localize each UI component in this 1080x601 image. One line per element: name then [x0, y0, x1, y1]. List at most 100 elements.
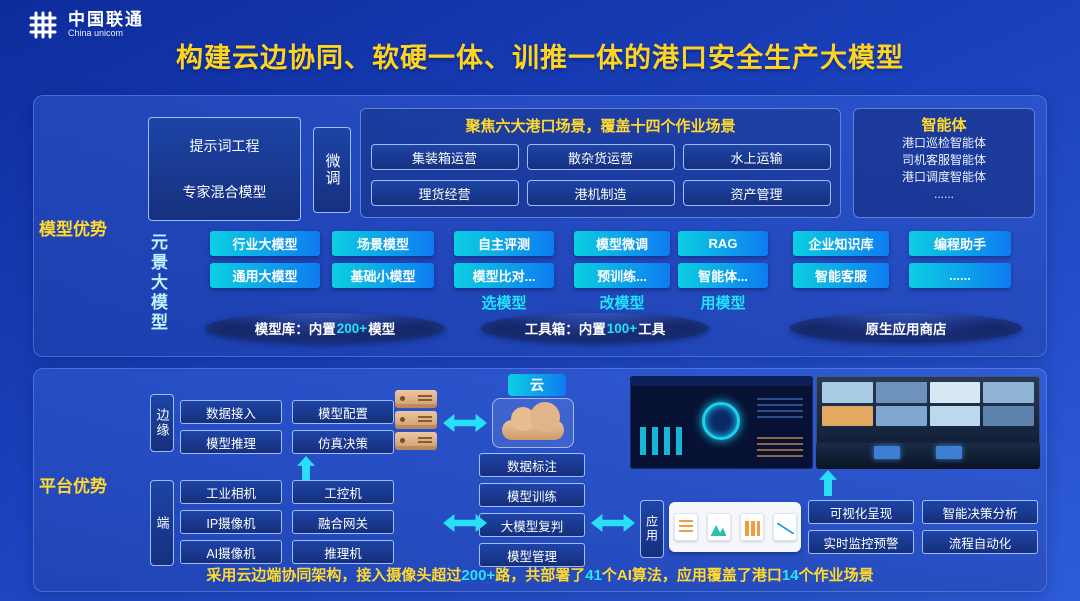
- summary-text: 路，共部署了: [495, 567, 586, 584]
- model-capability-button: 模型微调: [574, 231, 670, 256]
- model-capability-button: 企业知识库: [793, 231, 889, 256]
- model-advantage-panel: 模型优势 提示词工程 专家混合模型 微调 聚焦六大港口场景，覆盖十四个作业场景 …: [33, 95, 1047, 357]
- agent-item: ......: [933, 187, 954, 201]
- up-arrow-icon: [819, 470, 837, 496]
- platform-advantage-label: 平台优势: [39, 477, 107, 496]
- select-model-label: 选模型: [481, 295, 527, 312]
- scene-button: 集装箱运营: [370, 144, 519, 170]
- application-button: 流程自动化: [922, 530, 1038, 554]
- modify-model-label: 改模型: [599, 295, 645, 312]
- toolbox-count: 100+: [606, 320, 638, 336]
- model-capability-button: 场景模型: [332, 231, 434, 256]
- application-icons-card: [669, 502, 801, 552]
- model-capability-button: 智能客服: [793, 263, 889, 288]
- summary-statement: 采用云边端协同架构，接入摄像头超过200+路，共部署了41个AI算法，应用覆盖了…: [33, 564, 1047, 585]
- scene-button: 资产管理: [682, 180, 831, 206]
- port-scenes-grid: 集装箱运营 散杂货运营 水上运输 理货经营 港机制造 资产管理: [361, 144, 840, 206]
- double-arrow-icon: [443, 514, 487, 532]
- model-capability-button: 智能体...: [678, 263, 768, 288]
- cloud-tab: 云: [508, 374, 566, 396]
- agent-item: 港口调度智能体: [901, 170, 986, 184]
- algorithm-count: 41: [585, 567, 602, 584]
- dashboard-header-bar: [630, 376, 813, 386]
- cloud-button: 模型管理: [479, 543, 585, 567]
- page-title: 构建云边协同、软硬一体、训推一体的港口安全生产大模型: [176, 43, 904, 73]
- application-button: 智能决策分析: [922, 500, 1038, 524]
- up-arrow-icon: [297, 456, 315, 482]
- double-arrow-icon: [443, 414, 487, 432]
- summary-text: 个作业场景: [798, 567, 874, 584]
- unicom-logo-icon: [29, 11, 57, 39]
- dashboard-screenshot: [630, 376, 813, 469]
- terminal-button: 推理机: [292, 540, 394, 564]
- brand-name: 中国联通: [68, 9, 144, 29]
- cloud-icon: [502, 402, 564, 440]
- model-library-text: 模型库：内置: [254, 322, 336, 337]
- toolbox-suffix: 工具: [638, 322, 666, 337]
- agent-box-title: 智能体: [921, 117, 967, 134]
- model-capability-button: ......: [909, 263, 1011, 288]
- application-button: 实时监控预警: [808, 530, 914, 554]
- dashboard-bar-chart: [640, 427, 682, 455]
- control-room-photo: [816, 376, 1040, 469]
- summary-text: 个AI算法，应用覆盖了港口: [601, 567, 782, 584]
- summary-text: 采用云边端协同架构，接入摄像头超过: [206, 567, 462, 584]
- yuanjing-model-label: 元景大模型: [148, 233, 167, 333]
- model-capability-button: 自主评测: [454, 231, 554, 256]
- model-capability-button: 编程助手: [909, 231, 1011, 256]
- agent-item: 港口巡检智能体: [901, 136, 986, 150]
- edge-server-icon: [395, 390, 437, 450]
- model-advantage-label: 模型优势: [39, 220, 107, 239]
- edge-tab: 边缘: [150, 394, 174, 452]
- edge-button: 数据接入: [180, 400, 282, 424]
- video-wall: [822, 382, 1034, 426]
- terminal-button: IP摄像机: [180, 510, 282, 534]
- cloud-button: 大模型复判: [479, 513, 585, 537]
- scene-button: 港机制造: [526, 180, 675, 206]
- image-icon: [706, 513, 731, 541]
- terminal-button: AI摄像机: [180, 540, 282, 564]
- application-tab: 应用: [640, 500, 664, 558]
- document-icon: [673, 513, 698, 541]
- line-chart-icon: [772, 513, 797, 541]
- edge-button: 模型推理: [180, 430, 282, 454]
- model-library-suffix: 模型: [368, 322, 396, 337]
- platform-advantage-panel: 平台优势 边缘 数据接入 模型配置 模型推理 仿真决策 端 工业相机 工控机 I…: [33, 368, 1047, 592]
- edge-button: 仿真决策: [292, 430, 394, 454]
- finetune-box: 微调: [313, 127, 351, 213]
- cloud-button: 数据标注: [479, 453, 585, 477]
- model-capability-button: RAG: [678, 231, 768, 256]
- application-button: 可视化呈现: [808, 500, 914, 524]
- brand-block: 中国联通 China unicom: [26, 8, 144, 42]
- expert-mixture-label: 专家混合模型: [182, 184, 267, 200]
- terminal-tab: 端: [150, 480, 174, 566]
- terminal-button: 工控机: [292, 480, 394, 504]
- use-model-label: 用模型: [700, 295, 746, 312]
- model-capability-button: 通用大模型: [210, 263, 320, 288]
- bar-chart-icon: [739, 513, 764, 541]
- dashboard-stat-rows: [757, 394, 803, 418]
- dashboard-stat-rows-2: [757, 435, 803, 457]
- double-arrow-icon: [591, 514, 635, 532]
- agent-box: 智能体 港口巡检智能体 司机客服智能体 港口调度智能体 ......: [853, 108, 1035, 218]
- brand-subname: China unicom: [68, 28, 124, 39]
- camera-count: 200+: [461, 567, 496, 584]
- model-capability-button: 行业大模型: [210, 231, 320, 256]
- cloud-button: 模型训练: [479, 483, 585, 507]
- port-scenes-box: 聚焦六大港口场景，覆盖十四个作业场景 集装箱运营 散杂货运营 水上运输 理货经营…: [360, 108, 841, 218]
- scene-button: 水上运输: [682, 144, 831, 170]
- prompt-engineering-label: 提示词工程: [189, 138, 260, 154]
- model-library-count: 200+: [336, 320, 368, 336]
- agent-item: 司机客服智能体: [901, 153, 986, 167]
- model-capability-button: 模型比对...: [454, 263, 554, 288]
- terminal-button: 工业相机: [180, 480, 282, 504]
- scene-count: 14: [781, 567, 799, 584]
- scene-button: 散杂货运营: [526, 144, 675, 170]
- model-capability-button: 预训练...: [574, 263, 670, 288]
- edge-button: 模型配置: [292, 400, 394, 424]
- model-capability-button: 基础小模型: [332, 263, 434, 288]
- toolbox-text: 工具箱：内置: [524, 322, 606, 337]
